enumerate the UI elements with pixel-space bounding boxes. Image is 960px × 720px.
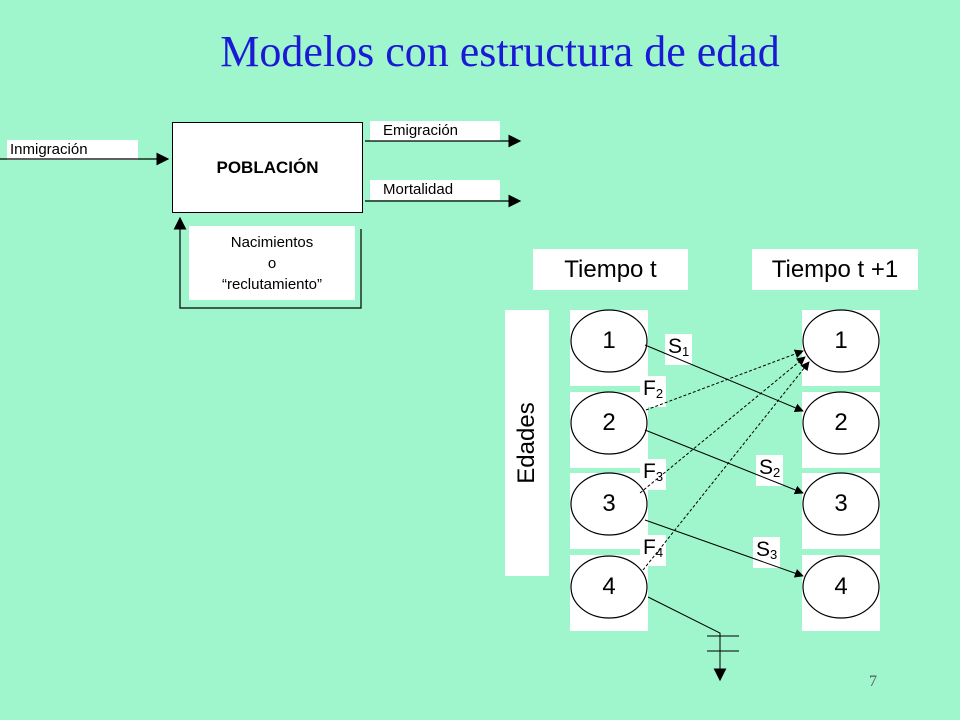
time-t1-header: Tiempo t +1 (752, 249, 918, 290)
immigration-label-bg (7, 140, 138, 160)
coef-s1: S1 (665, 334, 693, 365)
fecundity-arrow-4 (642, 361, 810, 571)
node-right-3 (802, 472, 880, 536)
fecundity-arrow-3 (639, 356, 806, 494)
node-left-1-label: 1 (602, 327, 616, 354)
node-right-4-label: 4 (834, 573, 848, 600)
death-arrow (647, 596, 727, 682)
ages-box (505, 310, 549, 576)
node-left-3-label: 3 (602, 490, 616, 517)
immigration-label: Inmigración (10, 141, 88, 158)
births-line-1: Nacimientos (230, 234, 314, 251)
mortality-label-bg (370, 180, 500, 200)
coef-f2: F2 (640, 376, 667, 407)
emigration-label: Emigración (383, 122, 459, 139)
node-left-2-label: 2 (602, 409, 616, 436)
births-box: Nacimientos o “reclutamiento” (189, 226, 355, 300)
page-title: Modelos con estructura de edad (220, 27, 780, 76)
node-left-2 (570, 391, 648, 455)
page-number: 7 (869, 673, 877, 690)
births-line-2: o (267, 255, 277, 272)
node-right-1 (802, 309, 880, 373)
population-label: POBLACIÓN (216, 157, 319, 177)
emigration-label-bg (370, 121, 500, 141)
births-line-3: “reclutamiento” (221, 276, 323, 293)
node-right-4 (802, 555, 880, 619)
survival-arrow-1 (644, 344, 804, 413)
node-right-2 (802, 391, 880, 455)
node-right-2-label: 2 (834, 409, 848, 436)
coef-f4: F4 (640, 535, 667, 566)
node-left-4 (570, 555, 648, 619)
node-right-1-label: 1 (834, 327, 848, 354)
coef-s2: S2 (756, 455, 784, 486)
survival-arrow-3 (644, 519, 804, 578)
mortality-label: Mortalidad (383, 181, 454, 198)
time-t-label: Tiempo t (564, 255, 657, 283)
node-left-4-label: 4 (602, 573, 616, 600)
node-left-3 (570, 472, 648, 536)
node-left-1 (570, 309, 648, 373)
time-t1-label: Tiempo t +1 (771, 255, 899, 283)
population-box: POBLACIÓN (172, 122, 363, 213)
fecundity-arrow-2 (645, 349, 804, 411)
node-right-3-label: 3 (834, 490, 848, 517)
time-t-header: Tiempo t (533, 249, 688, 290)
births-feedback-arrow (173, 216, 362, 309)
survival-arrow-2 (644, 429, 804, 495)
